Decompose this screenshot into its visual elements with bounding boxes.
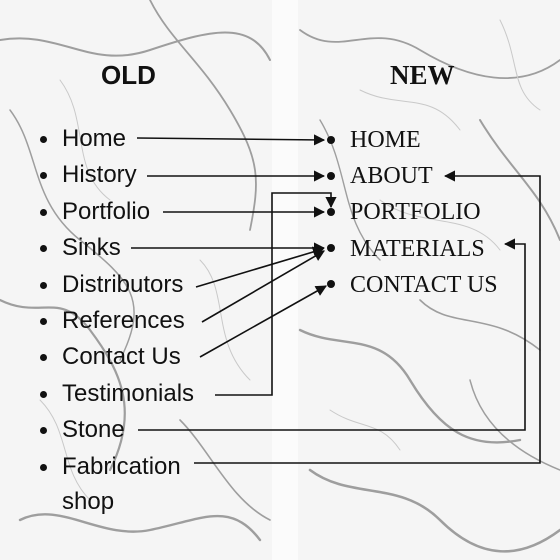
new-dot: [327, 208, 335, 216]
old-item: Contact Us: [38, 340, 194, 376]
old-heading: OLD: [101, 60, 156, 90]
new-item: ABOUT: [350, 163, 433, 190]
old-item-label: Testimonials: [62, 379, 195, 407]
bullet: [40, 390, 47, 398]
old-item-label: History: [62, 161, 137, 189]
bullet: [40, 136, 47, 143]
bullet: [40, 317, 47, 325]
new-item: MATERIALS: [350, 235, 485, 262]
new-heading: NEW: [390, 60, 455, 90]
new-item: PORTFOLIO: [350, 199, 481, 226]
arrow-distributors-to-materials: [195, 246, 325, 288]
old-item-label: Stone: [62, 416, 125, 444]
arrow-references-to-materials: [201, 250, 325, 323]
old-item: Testimonials: [38, 377, 194, 413]
new-item-dots: [327, 136, 335, 288]
old-item: References: [38, 304, 194, 340]
old-item: Fabrication shop: [38, 450, 194, 515]
bullet: [40, 281, 47, 289]
bullet: [40, 208, 47, 216]
old-item-label: Home: [62, 125, 127, 152]
arrow-fabrication-to-about: [194, 170, 541, 464]
old-item-label-continued: shop: [62, 487, 115, 515]
new-dot: [327, 136, 335, 144]
bullet: [40, 354, 47, 362]
old-item: Sinks: [38, 231, 194, 267]
new-dot: [327, 172, 335, 180]
new-dot: [327, 280, 335, 288]
old-menu-list: Home History Portfolio Sinks Distributor…: [38, 122, 194, 515]
arrow-stone-to-materials: [138, 238, 526, 431]
old-item: Stone: [38, 413, 194, 449]
new-item: CONTACT US: [350, 271, 498, 298]
old-item-label: References: [62, 306, 185, 334]
old-item-label: Portfolio: [62, 197, 151, 225]
bullet: [40, 172, 47, 180]
bullet: [40, 427, 47, 435]
old-item: Portfolio: [38, 195, 194, 231]
bullet: [40, 463, 47, 471]
bullet: [40, 245, 47, 253]
old-item-label: Distributors: [62, 270, 184, 298]
new-menu-list: HOME ABOUT PORTFOLIO MATERIALS CONTACT U…: [350, 124, 498, 305]
old-item-label: Fabrication: [62, 452, 181, 480]
new-dot: [327, 244, 335, 252]
old-item-label: Sinks: [62, 234, 121, 262]
old-item: History: [38, 158, 194, 194]
old-item: Home: [38, 122, 194, 158]
old-item: Distributors: [38, 268, 194, 304]
arrow-contact-to-contact: [199, 285, 327, 358]
arrow-home-to-home: [136, 134, 326, 146]
new-item: HOME: [350, 127, 421, 153]
arrow-testimonials-to-portfolio: [215, 192, 337, 396]
old-item-label: Contact Us: [62, 343, 181, 371]
